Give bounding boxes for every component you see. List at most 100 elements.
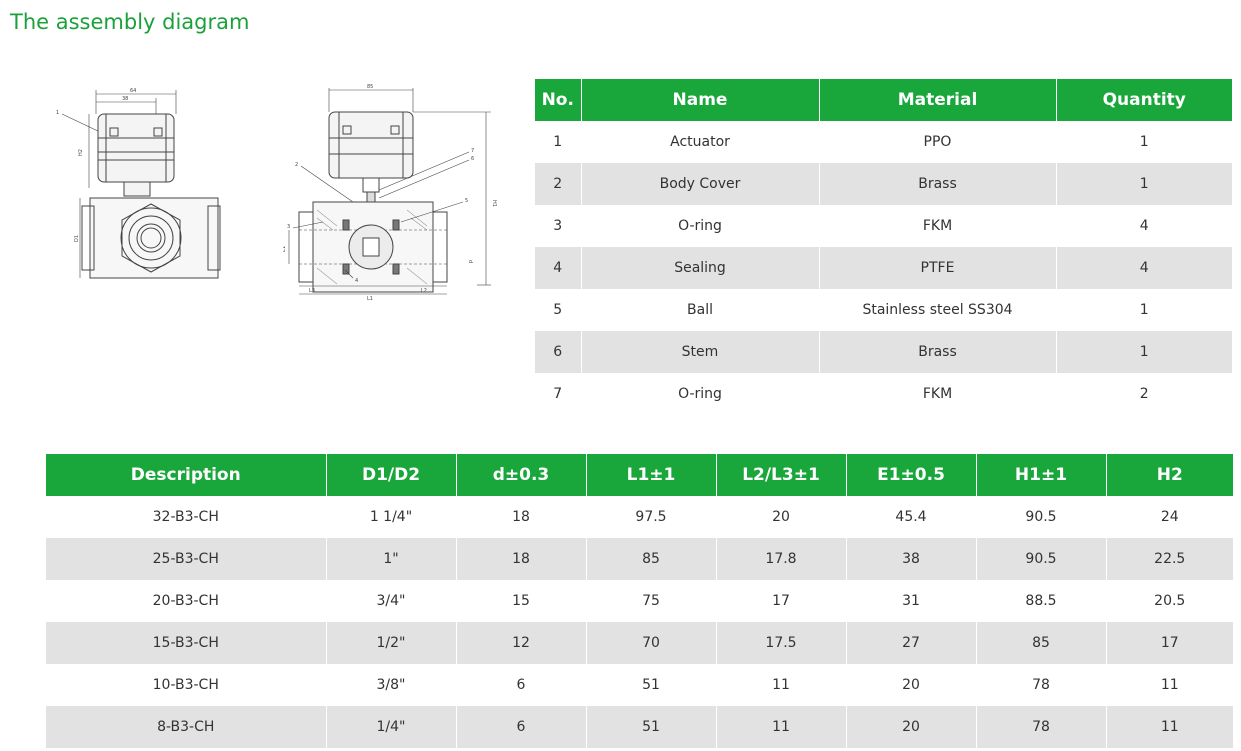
- part-no: 2: [535, 163, 582, 205]
- cell: 12: [456, 622, 587, 664]
- header-h1: H1±1: [976, 454, 1107, 496]
- svg-text:3: 3: [287, 224, 290, 230]
- cell: 3/8": [326, 664, 457, 706]
- cell: 6: [456, 706, 587, 748]
- part-no: 6: [535, 331, 582, 373]
- cell: 90.5: [976, 538, 1107, 580]
- table-row: 4 Sealing PTFE 4: [535, 247, 1232, 289]
- cell: 90.5: [976, 496, 1107, 538]
- part-name: Sealing: [581, 247, 820, 289]
- cell: 24: [1160, 509, 1179, 525]
- part-no: 7: [535, 373, 582, 415]
- spec-table: Description D1/D2 d±0.3 L1±1 L2/L3±1 E1±…: [46, 454, 1233, 748]
- part-no: 4: [535, 247, 582, 289]
- header-l1: L1±1: [586, 454, 717, 496]
- valve-section-view-drawing: 85 2 7 6 5 3 4 E1 L3 L1 L2 H1 d: [283, 84, 497, 300]
- part-material: PTFE: [819, 247, 1057, 289]
- cell: 85: [976, 622, 1107, 664]
- table-row: 15-B3-CH 1/2" 12 70 17.5 27 85 17: [46, 622, 1233, 664]
- svg-text:H1: H1: [491, 200, 497, 207]
- part-quantity: 2: [1139, 386, 1149, 402]
- valve-front-view-drawing: 64 38 1 H2 D1: [56, 88, 221, 279]
- cell: 1 1/4": [326, 496, 457, 538]
- cell: 20.5: [1154, 593, 1186, 609]
- cell: 1/4": [326, 706, 457, 748]
- cell: 51: [586, 664, 717, 706]
- svg-text:L3: L3: [309, 288, 315, 294]
- header-l2-l3: L2/L3±1: [716, 454, 847, 496]
- table-row: 5 Ball Stainless steel SS304 1: [535, 289, 1232, 331]
- svg-text:5: 5: [465, 198, 468, 204]
- part-material: PPO: [819, 121, 1057, 163]
- table-row: 6 Stem Brass 1: [535, 331, 1232, 373]
- header-description: Description: [46, 454, 327, 496]
- cell: 6: [456, 664, 587, 706]
- part-quantity: 1: [1139, 134, 1149, 150]
- part-material: Stainless steel SS304: [819, 289, 1057, 331]
- cell: 15-B3-CH: [46, 622, 327, 664]
- cell: 11: [1106, 706, 1233, 748]
- cell: 11: [716, 706, 847, 748]
- cell: 20: [846, 664, 977, 706]
- cell: 45.4: [846, 496, 977, 538]
- cell: 1": [326, 538, 457, 580]
- parts-table: No. Name Material Quantity 1 Actuator PP…: [535, 79, 1232, 415]
- svg-text:4: 4: [355, 278, 358, 284]
- svg-text:1: 1: [56, 110, 59, 116]
- cell: 17.8: [716, 538, 847, 580]
- part-quantity: 4: [1056, 247, 1232, 289]
- part-quantity: 1: [1056, 331, 1232, 373]
- cell: 25-B3-CH: [46, 538, 327, 580]
- svg-text:7: 7: [471, 148, 474, 154]
- part-name: Ball: [581, 289, 820, 331]
- cell: 70: [586, 622, 717, 664]
- header-h2: H2: [1106, 454, 1233, 496]
- svg-text:D1: D1: [74, 235, 80, 242]
- part-quantity: 1: [1139, 302, 1149, 318]
- cell: 15: [456, 580, 587, 622]
- header-material: Material: [819, 79, 1057, 121]
- svg-text:38: 38: [122, 96, 128, 102]
- cell: 20: [716, 496, 847, 538]
- cell: 78: [976, 706, 1107, 748]
- svg-text:L2: L2: [421, 288, 427, 294]
- cell: 8-B3-CH: [46, 706, 327, 748]
- cell: 1/2": [326, 622, 457, 664]
- svg-text:6: 6: [471, 156, 474, 162]
- cell: 32-B3-CH: [46, 496, 327, 538]
- table-row: 8-B3-CH 1/4" 6 51 11 20 78 11: [46, 706, 1233, 748]
- table-row: 10-B3-CH 3/8" 6 51 11 20 78 11: [46, 664, 1233, 706]
- svg-text:2: 2: [295, 162, 298, 168]
- cell: 22.5: [1106, 538, 1233, 580]
- part-name: Body Cover: [581, 163, 820, 205]
- header-d1-d2: D1/D2: [326, 454, 457, 496]
- part-material: Brass: [819, 163, 1057, 205]
- part-quantity: 4: [1139, 218, 1149, 234]
- cell: 31: [846, 580, 977, 622]
- cell: 20-B3-CH: [46, 580, 327, 622]
- part-name: O-ring: [581, 373, 820, 415]
- cell: 17.5: [716, 622, 847, 664]
- cell: 11: [716, 664, 847, 706]
- part-quantity: 1: [1056, 163, 1232, 205]
- spec-table-header: Description D1/D2 d±0.3 L1±1 L2/L3±1 E1±…: [46, 454, 1233, 496]
- table-row: 32-B3-CH 1 1/4" 18 97.5 20 45.4 90.5 24: [46, 496, 1233, 538]
- cell: 88.5: [976, 580, 1107, 622]
- table-row: 1 Actuator PPO 1: [535, 121, 1232, 163]
- svg-text:d: d: [467, 260, 473, 263]
- cell: 78: [976, 664, 1107, 706]
- part-no: 1: [535, 121, 582, 163]
- cell: 18: [456, 538, 587, 580]
- svg-text:H2: H2: [78, 149, 84, 156]
- cell: 17: [716, 580, 847, 622]
- table-row: 20-B3-CH 3/4" 15 75 17 31 88.5 20.5: [46, 580, 1233, 622]
- cell: 75: [586, 580, 717, 622]
- cell: 20: [846, 706, 977, 748]
- header-quantity: Quantity: [1056, 79, 1232, 121]
- svg-text:64: 64: [130, 88, 136, 94]
- part-name: Stem: [581, 331, 820, 373]
- header-e1: E1±0.5: [846, 454, 977, 496]
- cell: 18: [456, 496, 587, 538]
- table-row: 3 O-ring FKM 4: [535, 205, 1232, 247]
- svg-text:85: 85: [367, 84, 373, 90]
